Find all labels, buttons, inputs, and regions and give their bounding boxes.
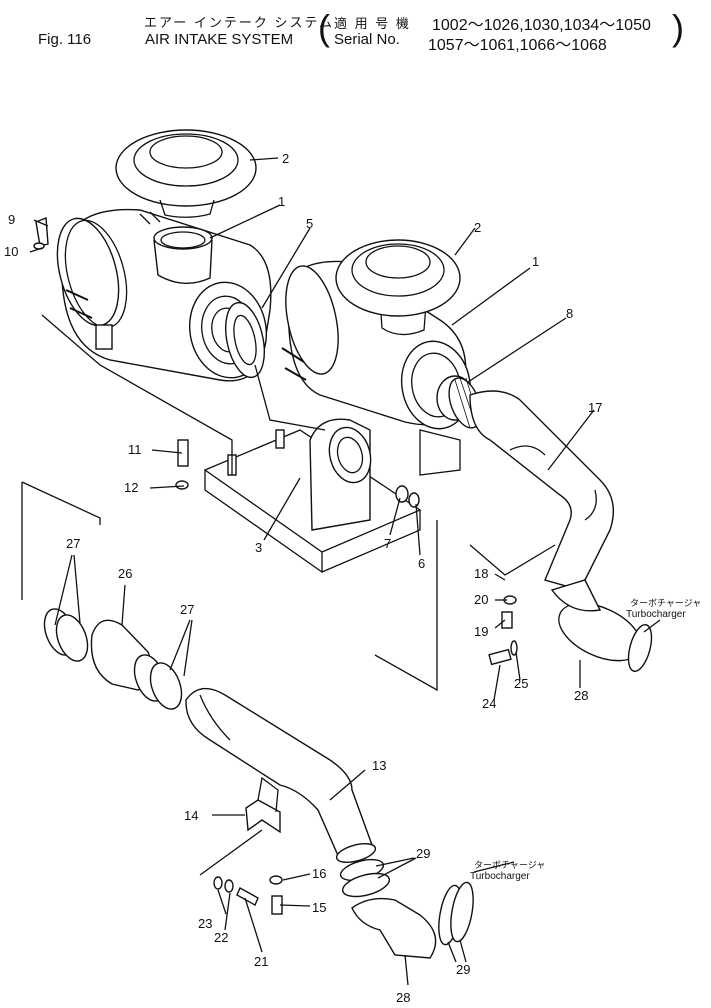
intake-pipe-lower <box>185 687 377 864</box>
callout-5: 5 <box>306 216 313 231</box>
stand-bracket <box>203 418 461 574</box>
callout-1: 1 <box>532 254 539 269</box>
callout-11: 11 <box>128 442 142 457</box>
figure-number: Fig. 116 <box>38 31 92 48</box>
callout-26: 26 <box>118 566 132 581</box>
callout-23: 23 <box>198 916 212 931</box>
serial-range-english: 1057～1061,1066～1068 <box>428 37 607 54</box>
callout-6: 6 <box>418 556 425 571</box>
callout-20: 20 <box>474 592 488 607</box>
callout-15: 15 <box>312 900 326 915</box>
callout-2: 2 <box>474 220 481 235</box>
callout-27: 27 <box>180 602 194 617</box>
hose-assembly <box>43 608 183 710</box>
title-english: AIR INTAKE SYSTEM <box>145 31 294 48</box>
callout-24: 24 <box>482 696 496 711</box>
callout-13: 13 <box>372 758 386 773</box>
rubber-elbow-lower <box>339 858 474 959</box>
serial-range-japanese: 1002～1026,1030,1034～1050 <box>432 17 651 34</box>
bracket-right-icon: ) <box>672 7 684 48</box>
pipe-bracket <box>199 776 281 876</box>
turbocharger-label-jp-top: ターボチャージャ <box>630 598 701 608</box>
bracket-left-icon: ( <box>318 7 330 48</box>
cap-left <box>115 129 257 218</box>
callout-17: 17 <box>588 400 602 415</box>
callout-9: 9 <box>8 212 15 227</box>
callout-1: 1 <box>278 194 285 209</box>
callout-25: 25 <box>514 676 528 691</box>
callout-19: 19 <box>474 624 488 639</box>
cap-right <box>335 239 461 317</box>
callout-10: 10 <box>4 244 18 259</box>
callout-29: 29 <box>416 846 430 861</box>
turbocharger-label-en-top: Turbocharger <box>626 609 686 620</box>
turbocharger-label-en-bottom: Turbocharger <box>470 871 530 882</box>
title-japanese: エアー インテーク システム <box>144 15 335 30</box>
turbocharger-label-jp-bottom: ターボチャージャ <box>474 860 545 870</box>
callout-16: 16 <box>312 866 326 881</box>
leader-lines <box>29 157 661 986</box>
intake-pipe-elbow-right <box>469 390 653 673</box>
callout-14: 14 <box>184 808 198 823</box>
hardware <box>33 216 518 915</box>
serial-label-english: Serial No. <box>334 31 400 48</box>
callout-3: 3 <box>255 540 262 555</box>
callout-28: 28 <box>574 688 588 703</box>
callout-28: 28 <box>396 990 410 1005</box>
serial-label-japanese: 適 用 号 機 <box>334 16 411 31</box>
callout-7: 7 <box>384 536 391 551</box>
callout-18: 18 <box>474 566 488 581</box>
callout-12: 12 <box>124 480 138 495</box>
callout-21: 21 <box>254 954 268 969</box>
callout-22: 22 <box>214 930 228 945</box>
callout-27: 27 <box>66 536 80 551</box>
callout-2: 2 <box>282 151 289 166</box>
callout-8: 8 <box>566 306 573 321</box>
callout-29: 29 <box>456 962 470 977</box>
